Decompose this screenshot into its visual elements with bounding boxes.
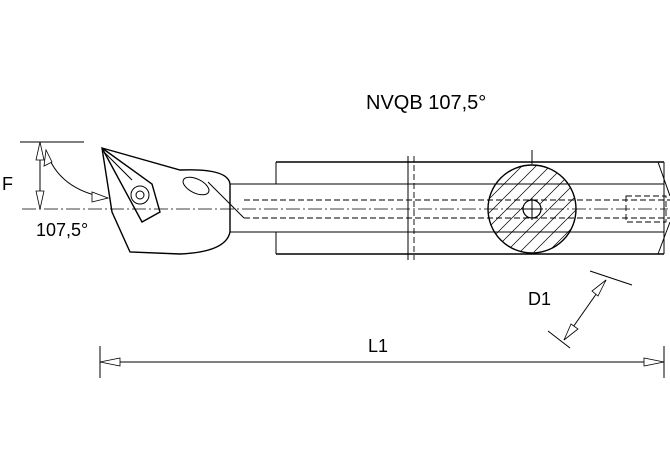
tool-head: [101, 147, 231, 255]
dimension-l1: L1: [99, 336, 665, 378]
dimension-l1-label: L1: [368, 336, 388, 356]
tool-designation-title: NVQB 107,5°: [366, 92, 486, 114]
cross-section: [487, 150, 577, 254]
coolant-channel: [207, 181, 670, 223]
dimension-f-label: F: [2, 174, 13, 194]
dimension-d1-label: D1: [528, 289, 551, 309]
dimension-angle: 107,5°: [36, 148, 110, 240]
break-lines: [407, 156, 415, 260]
shank: [230, 161, 670, 255]
dimension-d1: D1: [528, 270, 633, 349]
insert: [101, 147, 161, 223]
dimension-f: F: [2, 141, 84, 210]
dimension-angle-label: 107,5°: [36, 220, 88, 240]
